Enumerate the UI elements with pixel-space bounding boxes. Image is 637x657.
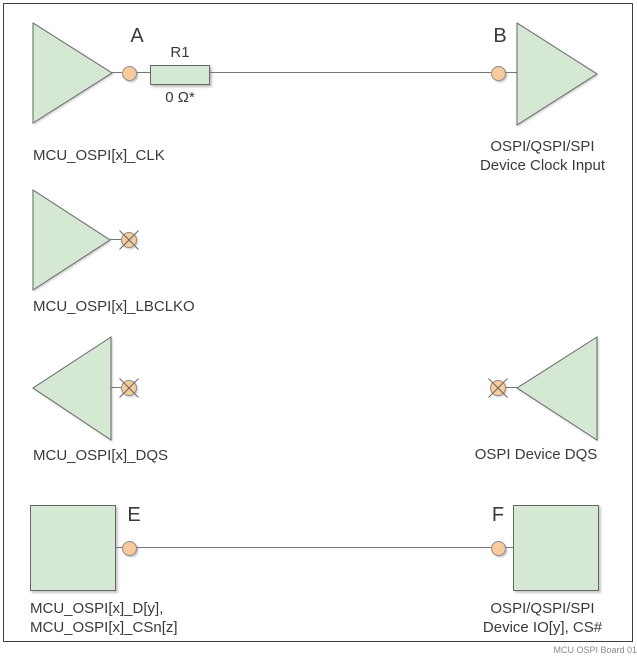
pin-label-e: E xyxy=(127,504,141,526)
pin-label-b: B xyxy=(493,25,507,47)
mcu-dqs-input-buffer-icon xyxy=(32,336,112,441)
wire-segment xyxy=(506,387,517,388)
pin-f-circle xyxy=(490,540,506,556)
figure-tag: MCU OSPI Board 01 xyxy=(553,645,637,655)
no-connect-pin-icon xyxy=(488,378,508,398)
wire-segment xyxy=(137,72,150,73)
no-connect-pin-icon xyxy=(119,378,139,398)
net-label-mcu-data: MCU_OSPI[x]_D[y], MCU_OSPI[x]_CSn[z] xyxy=(30,599,178,637)
ospi-device-dqs-buffer-icon xyxy=(516,336,598,441)
net-label-mcu-lbclko: MCU_OSPI[x]_LBCLKO xyxy=(33,298,195,315)
device-clock-input-buffer-icon xyxy=(516,22,598,126)
net-label-device-io-line2: Device IO[y], CS# xyxy=(482,619,603,636)
pin-e-circle xyxy=(121,540,137,556)
resistor-r1-body xyxy=(150,65,210,85)
net-label-device-io-line1: OSPI/QSPI/SPI xyxy=(490,600,595,617)
net-label-device-clock-line1: OSPI/QSPI/SPI xyxy=(490,138,595,155)
mcu-lbclko-output-buffer-icon xyxy=(32,189,111,291)
wire-segment xyxy=(210,72,491,73)
wire-segment xyxy=(505,547,513,548)
net-label-mcu-clk: MCU_OSPI[x]_CLK xyxy=(33,147,165,164)
wire-segment xyxy=(115,547,122,548)
net-label-mcu-data-line2: MCU_OSPI[x]_CSn[z] xyxy=(30,619,178,636)
pin-label-a: A xyxy=(130,25,144,47)
wire-segment xyxy=(136,547,491,548)
pin-b-circle xyxy=(490,65,506,81)
mcu-io-block xyxy=(30,505,116,591)
wire-segment xyxy=(110,239,121,240)
wire-segment xyxy=(505,72,517,73)
resistor-r1-value: 0 Ω* xyxy=(165,89,195,106)
net-label-device-clock: OSPI/QSPI/SPI Device Clock Input xyxy=(452,137,633,175)
net-label-mcu-dqs: MCU_OSPI[x]_DQS xyxy=(33,447,169,464)
pin-a-circle xyxy=(121,65,137,81)
wire-segment xyxy=(111,387,121,388)
net-label-device-clock-line2: Device Clock Input xyxy=(479,157,606,174)
net-label-device-dqs: OSPI Device DQS xyxy=(474,446,598,463)
net-label-device-io: OSPI/QSPI/SPI Device IO[y], CS# xyxy=(452,599,633,637)
frame-border xyxy=(3,3,633,642)
no-connect-pin-icon xyxy=(119,230,139,250)
resistor-r1-ref: R1 xyxy=(170,44,190,61)
device-io-block xyxy=(513,505,599,591)
mcu-clk-output-buffer-icon xyxy=(32,22,113,124)
pin-label-f: F xyxy=(491,504,505,526)
net-label-mcu-data-line1: MCU_OSPI[x]_D[y], xyxy=(30,600,164,617)
wire-segment xyxy=(112,72,122,73)
